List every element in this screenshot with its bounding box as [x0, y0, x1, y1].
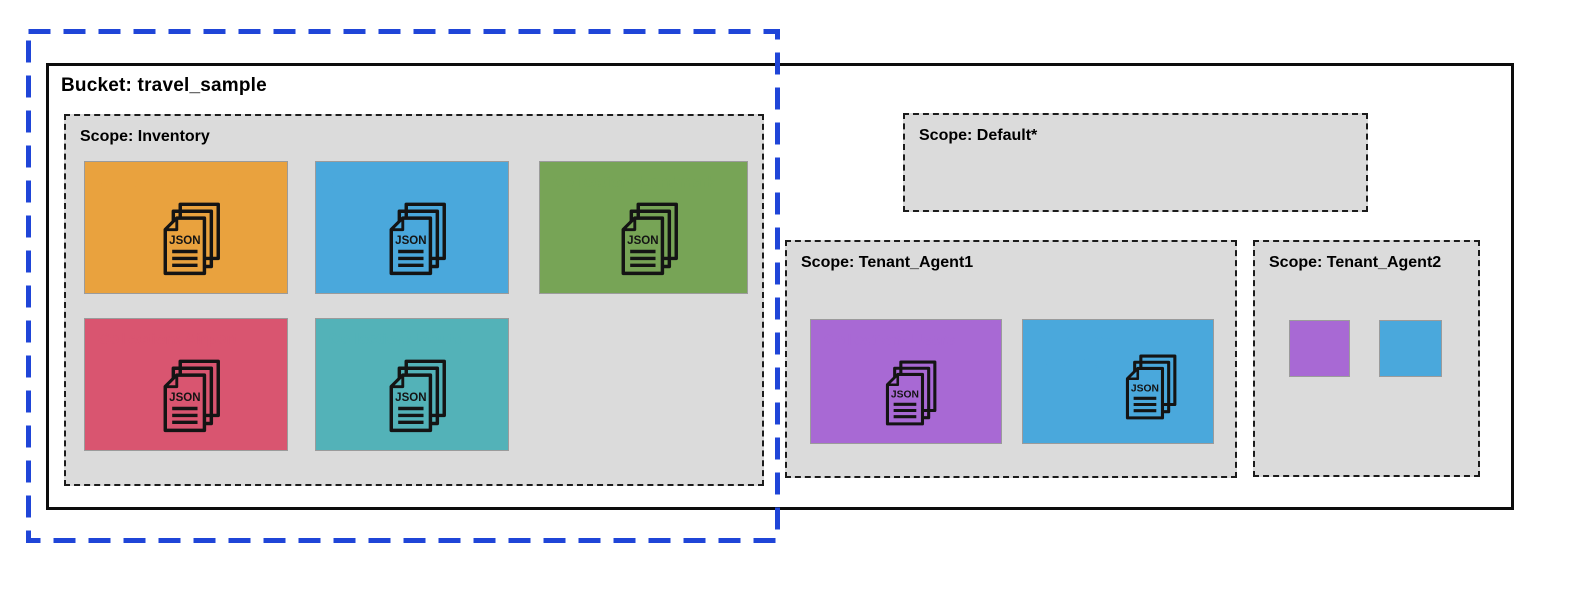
icon-wrap	[1023, 339, 1213, 443]
scope-tenant-agent2: Scope: Tenant_Agent2	[1253, 240, 1480, 477]
icon-wrap	[540, 194, 747, 293]
scope-inventory: Scope: Inventory Collection: Airline Col…	[64, 114, 764, 486]
json-documents-icon	[873, 360, 939, 428]
collection-landmark: Collection: Landmark	[539, 161, 748, 294]
collection-users: Collection: Users	[810, 319, 1002, 444]
icon-wrap	[85, 351, 287, 450]
scope-tenant-agent2-label: Scope: Tenant_Agent2	[1269, 254, 1442, 271]
scope-tenant-agent1-label: Scope: Tenant_Agent1	[801, 254, 974, 271]
collection-airline: Collection: Airline	[84, 161, 288, 294]
collection-airport-label: Collection: Airport	[98, 331, 238, 348]
collection-route: Collection: Route	[315, 318, 509, 451]
icon-wrap	[316, 351, 508, 450]
collection-route-label: Collection: Route	[329, 331, 462, 348]
json-documents-icon	[375, 359, 449, 435]
scope-default-label: Scope: Default*	[919, 127, 1038, 144]
json-documents-icon	[375, 202, 449, 278]
collection-swatch-purple	[1289, 320, 1350, 377]
collection-users-label: Collection: Users	[824, 332, 956, 349]
json-documents-icon	[149, 202, 223, 278]
icon-wrap	[85, 194, 287, 293]
json-documents-icon	[607, 202, 681, 278]
scope-default: Scope: Default*	[903, 113, 1368, 212]
scope-inventory-label: Scope: Inventory	[80, 128, 210, 145]
collection-swatch-blue	[1379, 320, 1442, 377]
scope-tenant-agent1: Scope: Tenant_Agent1 Collection: Users C…	[785, 240, 1237, 478]
collection-landmark-label: Collection: Landmark	[553, 174, 717, 191]
collection-airport: Collection: Airport	[84, 318, 288, 451]
collection-hotel-label: Collection: Hotel	[329, 174, 457, 191]
collection-bookings-label: Collection: Bookings	[1036, 332, 1119, 370]
icon-wrap	[811, 352, 1001, 443]
json-documents-icon	[149, 359, 223, 435]
bucket-title: Bucket: travel_sample	[61, 75, 267, 96]
collection-bookings: Collection: Bookings	[1022, 319, 1214, 444]
collection-airline-label: Collection: Airline	[98, 174, 235, 191]
collection-hotel: Collection: Hotel	[315, 161, 509, 294]
json-documents-icon	[1113, 354, 1179, 422]
icon-wrap	[316, 194, 508, 293]
